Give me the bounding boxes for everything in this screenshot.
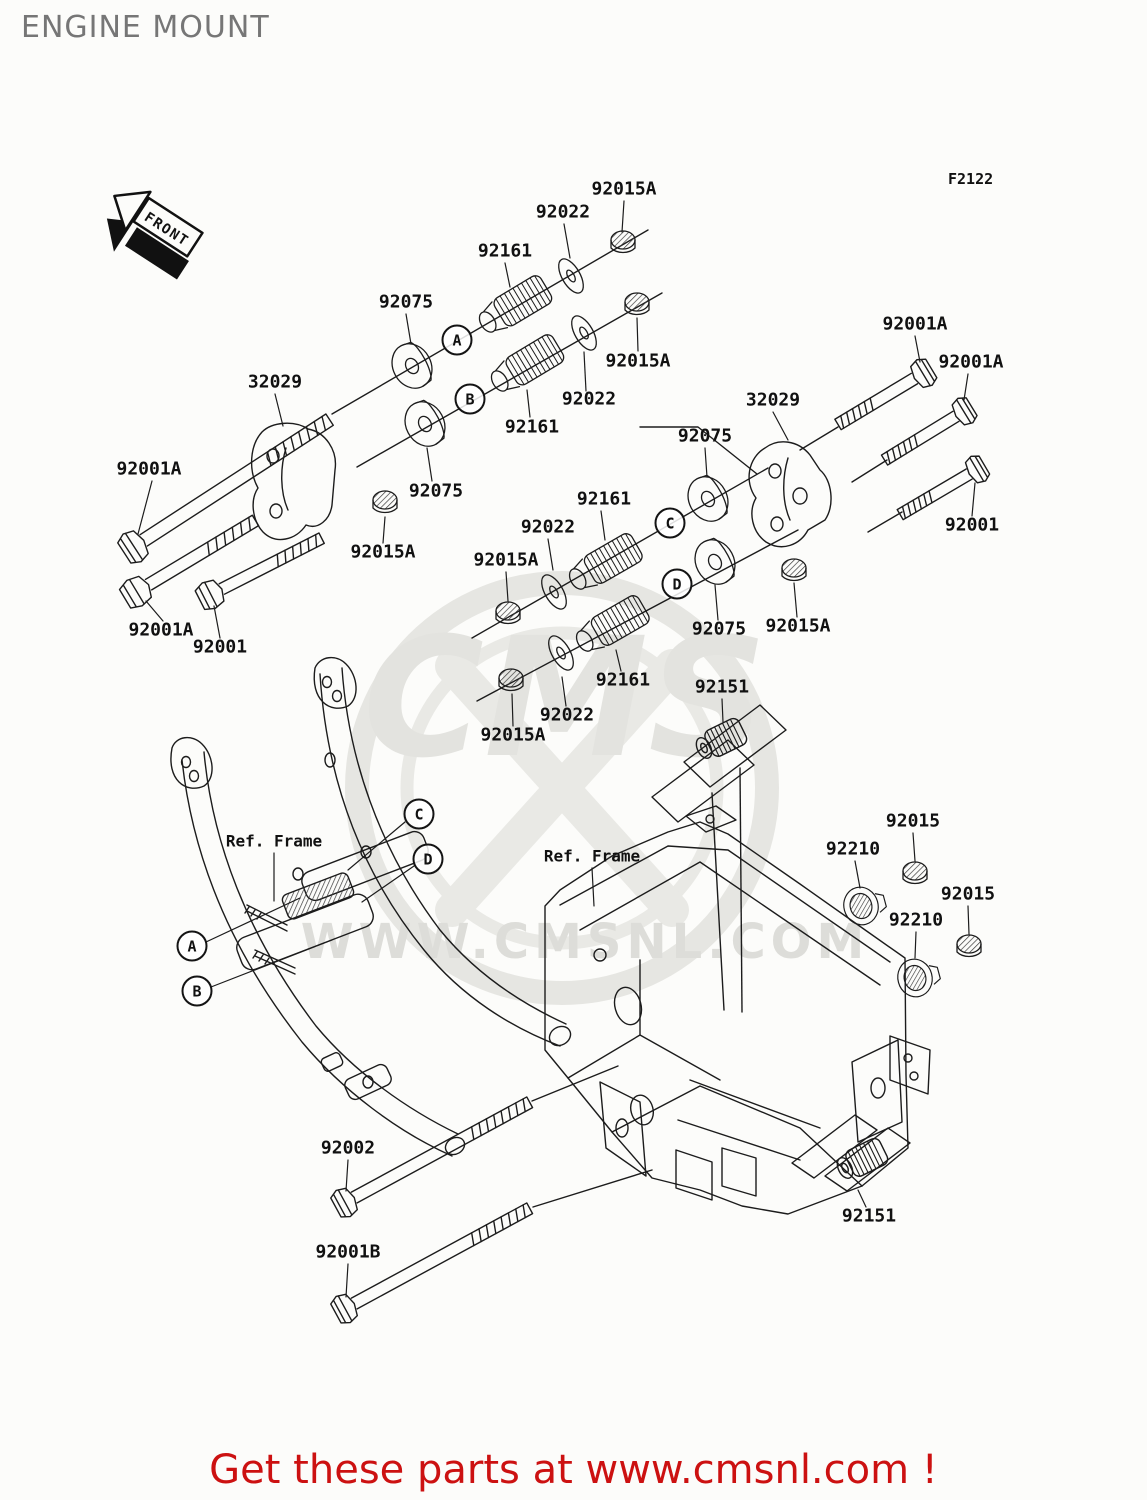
callout-d: D <box>412 843 444 875</box>
part-label-92001b[interactable]: 92001B <box>315 1241 381 1263</box>
part-label-92161[interactable]: 92161 <box>595 669 651 691</box>
part-label-92022[interactable]: 92022 <box>539 704 595 726</box>
callout-b: B <box>181 975 213 1007</box>
part-label-92001a[interactable]: 92001A <box>128 619 194 641</box>
part-label-92001a[interactable]: 92001A <box>116 458 182 480</box>
part-label-92015a[interactable]: 92015A <box>605 350 671 372</box>
part-label-92022[interactable]: 92022 <box>561 388 617 410</box>
part-label-92161[interactable]: 92161 <box>504 416 560 438</box>
svg-text:WWW.CMSNL.COM: WWW.CMSNL.COM <box>301 914 870 970</box>
part-label-92001[interactable]: 92001 <box>944 514 1000 536</box>
part-label-32029[interactable]: 32029 <box>745 389 801 411</box>
cms-watermark: CMS WWW.CMSNL.COM <box>301 571 870 1005</box>
part-label-92001a[interactable]: 92001A <box>938 351 1004 373</box>
callout-d: D <box>661 568 693 600</box>
front-arrow-icon: FRONT <box>106 190 204 280</box>
part-label-92015a[interactable]: 92015A <box>591 178 657 200</box>
promo-banner-link[interactable]: Get these parts at www.cmsnl.com ! <box>209 1447 938 1493</box>
part-label-92001[interactable]: 92001 <box>192 636 248 658</box>
part-label-92151[interactable]: 92151 <box>841 1205 897 1227</box>
part-label-92075[interactable]: 92075 <box>408 480 464 502</box>
callout-c: C <box>403 798 435 830</box>
part-label-92161[interactable]: 92161 <box>477 240 533 262</box>
part-label-92022[interactable]: 92022 <box>520 516 576 538</box>
callout-c: C <box>654 507 686 539</box>
part-label-92022[interactable]: 92022 <box>535 201 591 223</box>
part-label-92075[interactable]: 92075 <box>378 291 434 313</box>
part-label-92151[interactable]: 92151 <box>694 676 750 698</box>
part-label-92161[interactable]: 92161 <box>576 488 632 510</box>
part-label-92015[interactable]: 92015 <box>940 883 996 905</box>
page-title: ENGINE MOUNT <box>21 10 270 45</box>
part-label-92001a[interactable]: 92001A <box>882 313 948 335</box>
part-label-92075[interactable]: 92075 <box>691 618 747 640</box>
part-label-92015a[interactable]: 92015A <box>765 615 831 637</box>
figure-code: F2122 <box>948 170 994 188</box>
part-label-92015a[interactable]: 92015A <box>480 724 546 746</box>
part-label-92002[interactable]: 92002 <box>320 1137 376 1159</box>
callout-b: B <box>454 383 486 415</box>
callout-a: A <box>176 930 208 962</box>
part-label-92015a[interactable]: 92015A <box>473 549 539 571</box>
part-label-92075[interactable]: 92075 <box>677 425 733 447</box>
part-label-ref-frame: Ref. Frame <box>543 846 641 866</box>
part-label-92210[interactable]: 92210 <box>888 909 944 931</box>
part-label-92015a[interactable]: 92015A <box>350 541 416 563</box>
part-label-ref-frame: Ref. Frame <box>225 831 323 851</box>
callout-a: A <box>441 324 473 356</box>
part-label-92210[interactable]: 92210 <box>825 838 881 860</box>
part-label-92015[interactable]: 92015 <box>885 810 941 832</box>
part-label-32029[interactable]: 32029 <box>247 371 303 393</box>
